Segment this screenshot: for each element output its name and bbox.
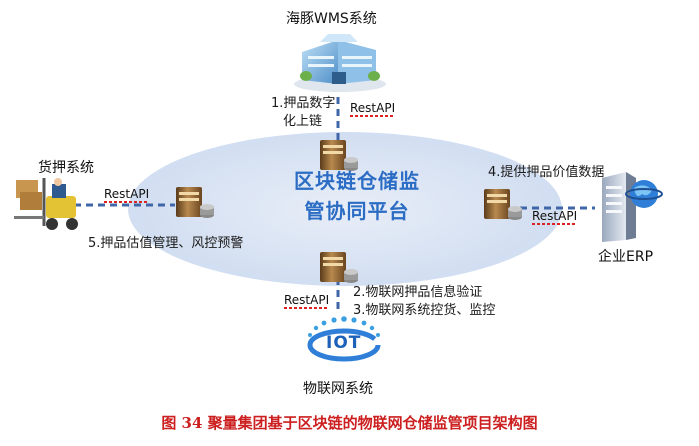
annotation-3: 3.物联网系统控货、监控: [353, 303, 496, 318]
restapi-label-iot: RestAPI: [284, 293, 330, 309]
forklift-icon: [14, 178, 78, 230]
server-icon: [176, 187, 214, 218]
server-icon: [320, 252, 358, 283]
figure-caption: 图 34 聚量集团基于区块链的物联网仓储监管项目架构图: [161, 414, 538, 432]
erp-system-label: 企业ERP: [598, 249, 654, 265]
server-icon: [320, 140, 358, 171]
cargo-system-label: 货押系统: [38, 160, 94, 176]
annotation-2: 2.物联网押品信息验证: [353, 285, 483, 300]
platform-label: 区块链仓储监 管协同平台: [262, 166, 452, 226]
annotation-4: 4.提供押品价值数据: [488, 165, 605, 180]
iot-logo-icon: [307, 316, 381, 362]
annotation-1: 1.押品数字 化上链: [271, 95, 335, 130]
annotation-1-line1: 1.押品数字: [271, 96, 336, 111]
iot-logo-text: IOT: [326, 333, 362, 353]
annotation-5: 5.押品估值管理、风控预警: [88, 236, 244, 251]
restapi-label-erp: RestAPI: [532, 209, 578, 225]
server-icon: [484, 189, 522, 220]
restapi-label-wms: RestAPI: [350, 101, 396, 117]
annotation-1-line2: 化上链: [283, 113, 323, 129]
platform-ellipse: [128, 132, 562, 286]
building-icon: [294, 34, 386, 92]
wms-system-label: 海豚WMS系统: [286, 11, 377, 27]
erp-server-icon: [602, 172, 663, 242]
platform-label-line1: 区块链仓储监: [294, 169, 420, 193]
connector-links: [62, 85, 595, 312]
platform-label-line2: 管协同平台: [304, 199, 410, 223]
iot-system-label: 物联网系统: [303, 381, 373, 397]
restapi-label-cargo: RestAPI: [104, 187, 150, 203]
